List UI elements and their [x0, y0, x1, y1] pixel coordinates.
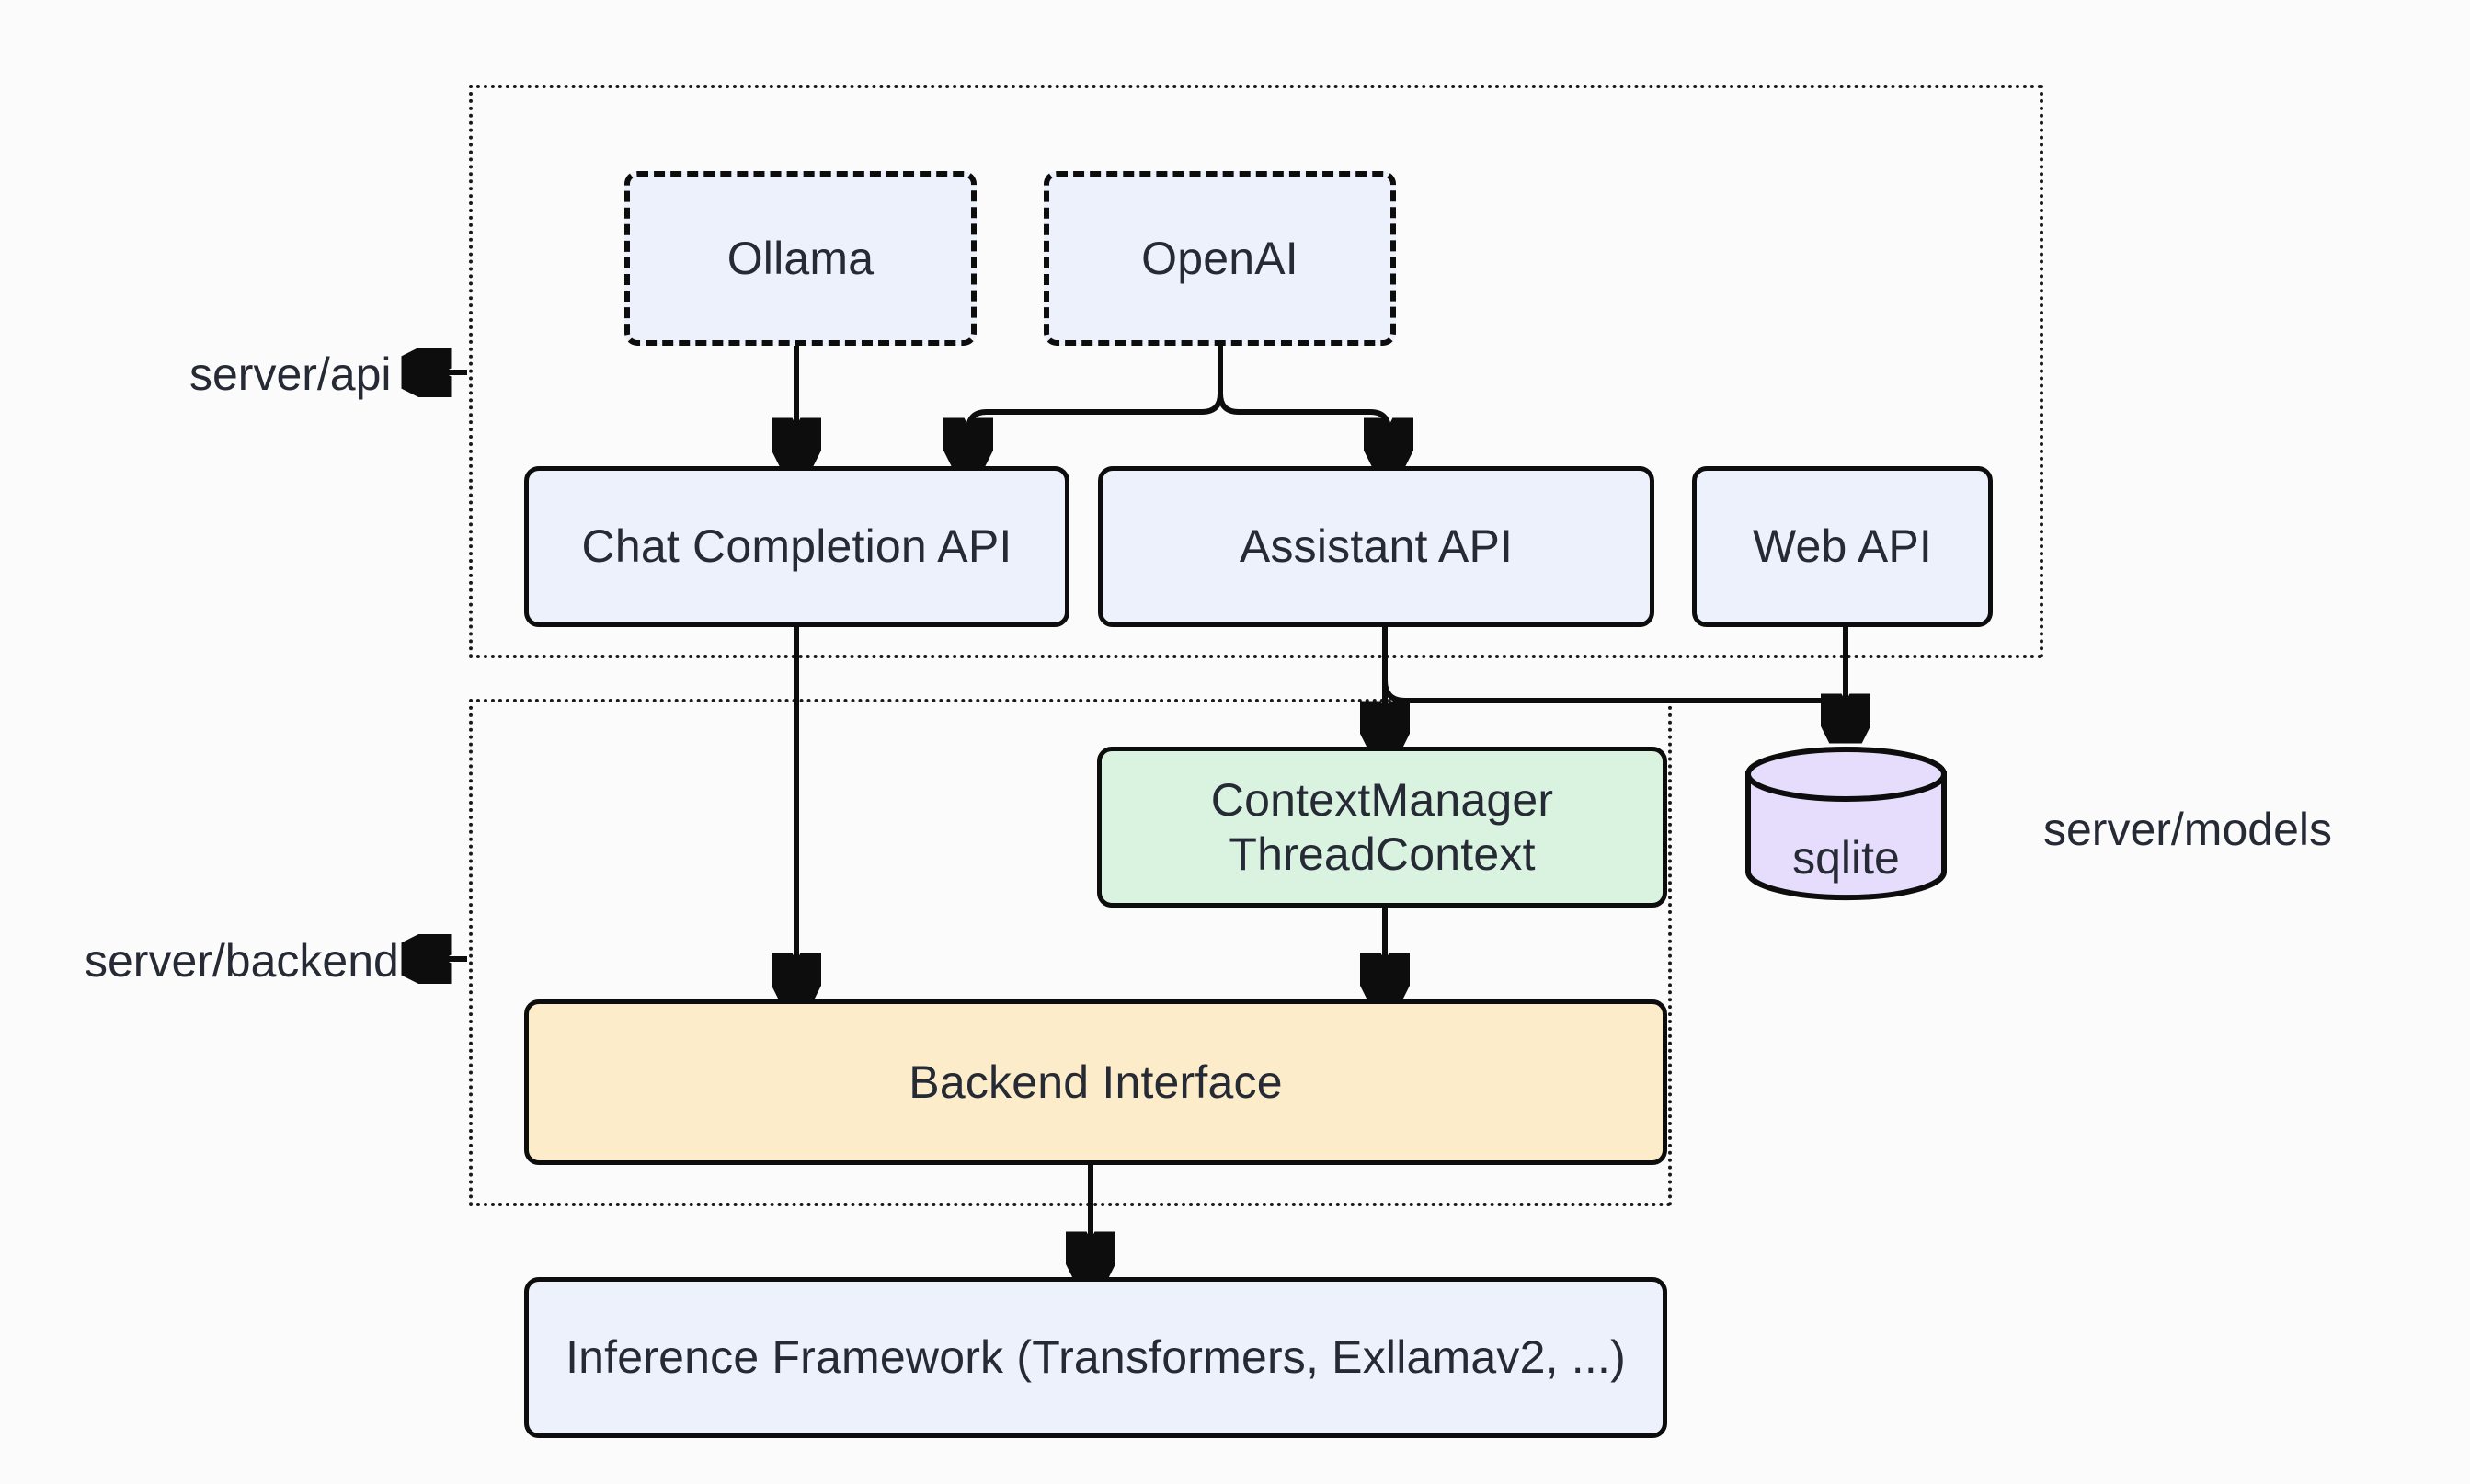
node-chat-completion-api-label: Chat Completion API: [581, 520, 1012, 572]
label-server-models: server/models: [2043, 804, 2332, 855]
node-openai-label: OpenAI: [1141, 232, 1298, 284]
node-inference-framework[interactable]: Inference Framework (Transformers, Exlla…: [524, 1277, 1667, 1438]
node-sqlite[interactable]: sqlite: [1743, 745, 1950, 901]
node-openai[interactable]: OpenAI: [1044, 171, 1396, 346]
group-server-backend: [469, 699, 1672, 1206]
node-ollama[interactable]: Ollama: [624, 171, 977, 346]
node-context-manager-label-line1: ContextManager: [1210, 773, 1554, 826]
node-context-manager-label-line2: ThreadContext: [1229, 828, 1536, 880]
node-backend-interface-label: Backend Interface: [909, 1056, 1283, 1108]
node-backend-interface[interactable]: Backend Interface: [524, 999, 1667, 1165]
node-web-api-label: Web API: [1752, 520, 1933, 572]
edge-sqlite-join: [1824, 698, 1848, 722]
node-chat-completion-api[interactable]: Chat Completion API: [524, 466, 1069, 627]
node-inference-framework-label: Inference Framework (Transformers, Exlla…: [566, 1331, 1626, 1383]
sqlite-cylinder-shape: [1745, 747, 1947, 901]
node-ollama-label: Ollama: [726, 232, 875, 284]
node-assistant-api-label: Assistant API: [1239, 520, 1514, 572]
node-assistant-api[interactable]: Assistant API: [1098, 466, 1654, 627]
label-server-api: server/api: [189, 348, 392, 400]
node-web-api[interactable]: Web API: [1692, 466, 1993, 627]
node-context-manager[interactable]: ContextManager ThreadContext: [1097, 747, 1667, 908]
label-server-backend: server/backend: [85, 935, 399, 987]
group-server-api: [469, 85, 2043, 658]
